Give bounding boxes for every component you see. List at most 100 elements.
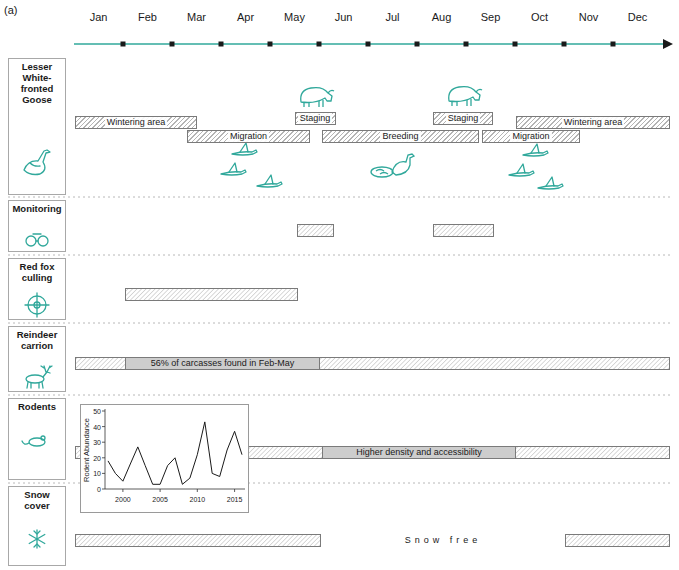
row-icon	[41, 436, 45, 440]
timeline	[121, 42, 616, 47]
row-label-box: Lesser White-fronted Goose	[8, 58, 66, 195]
timeline	[317, 42, 322, 47]
row-icon	[34, 531, 40, 547]
inset-chart	[123, 489, 235, 492]
inset-chart	[81, 405, 249, 513]
row-icon	[25, 293, 49, 317]
axis-tick-label: 2010	[190, 496, 206, 503]
row-icon	[26, 375, 44, 383]
period-bar	[76, 225, 670, 547]
goose-illustration	[301, 88, 334, 107]
month-label: Feb	[138, 12, 157, 23]
bar-label: Migration	[228, 131, 269, 142]
inset-chart	[108, 422, 242, 484]
period-bar	[566, 535, 670, 547]
axis-tick-label: 50	[93, 408, 101, 415]
axis-tick-label: 2005	[152, 496, 168, 503]
row-label-box: Reindeer carrion	[8, 326, 66, 392]
inset-chart	[81, 405, 249, 513]
row-label-box: Rodents	[8, 398, 66, 480]
highlight-bar: Higher density and accessibility	[322, 446, 516, 459]
timeline	[121, 42, 126, 47]
axis-tick-label: 20	[93, 454, 101, 461]
axis-tick-label: 40	[93, 423, 101, 430]
row-label-box: Monitoring	[8, 200, 66, 252]
period-bar: Wintering area	[516, 116, 670, 129]
timeline	[415, 42, 420, 47]
period-bar: Breeding	[322, 130, 479, 143]
month-label: Aug	[432, 12, 452, 23]
period-bar	[76, 358, 670, 370]
bar-label: 56% of carcasses found in Feb-May	[151, 358, 295, 369]
row-label-box: Snow cover	[8, 486, 66, 566]
row-title: Snow cover	[11, 490, 63, 512]
row-title: Rodents	[11, 402, 63, 413]
axis-tick-label: 0	[97, 486, 101, 493]
bar-label: Wintering area	[105, 117, 168, 128]
row-separator	[8, 255, 670, 256]
bar-label: Breeding	[380, 131, 420, 142]
row-separator	[8, 323, 670, 324]
month-label: Mar	[187, 12, 206, 23]
goose-illustration	[371, 167, 393, 177]
timeline	[562, 42, 567, 47]
period-bar	[298, 225, 334, 237]
goose-illustration	[221, 163, 246, 175]
period-bar: Staging	[433, 112, 493, 125]
period-bar: Staging	[295, 112, 336, 125]
goose-illustration	[509, 164, 534, 176]
axis-tick-label: 30	[93, 439, 101, 446]
timeline	[513, 42, 518, 47]
axis-tick-label: 2015	[227, 496, 243, 503]
highlight-bar: 56% of carcasses found in Feb-May	[125, 357, 320, 370]
goose-illustration	[392, 154, 414, 175]
goose-illustration	[232, 143, 257, 155]
month-label: Dec	[628, 12, 648, 23]
axis-title: Rodent Abundance	[83, 418, 91, 482]
month-label: Jun	[335, 12, 353, 23]
row-icon	[26, 236, 36, 246]
timeline	[74, 39, 673, 49]
row-separator	[8, 197, 670, 198]
row-icon	[22, 441, 29, 444]
row-title: Red fox culling	[11, 262, 63, 284]
row-label-box: Red fox culling	[8, 258, 66, 320]
row-icon	[41, 366, 52, 372]
timeline	[663, 39, 673, 49]
row-icon	[30, 163, 40, 166]
row-title: Reindeer carrion	[11, 330, 63, 352]
bar-label: Higher density and accessibility	[356, 447, 482, 458]
goose-illustration	[257, 175, 282, 187]
timeline	[366, 42, 371, 47]
row-icon	[34, 302, 40, 308]
month-label: Oct	[531, 12, 548, 23]
bar-label: Migration	[510, 131, 551, 142]
row-icon	[29, 438, 45, 446]
period-bar	[434, 225, 494, 237]
bar-label: Wintering area	[562, 117, 625, 128]
month-label: Jan	[90, 12, 108, 23]
panel-letter: (a)	[4, 5, 17, 16]
axis-tick-label: 2000	[115, 496, 131, 503]
period-bar: Migration	[482, 130, 580, 143]
goose-illustration	[371, 154, 414, 177]
row-separator	[8, 395, 670, 396]
month-label: Jul	[385, 12, 399, 23]
axis-tick-label: 10	[93, 470, 101, 477]
row-icon	[27, 382, 43, 388]
bar-label: Staging	[446, 113, 481, 124]
timeline	[464, 42, 469, 47]
row-icon	[43, 372, 50, 377]
timeline	[219, 42, 224, 47]
timeline	[611, 42, 616, 47]
month-label: Nov	[579, 12, 599, 23]
row-title: Monitoring	[11, 204, 63, 215]
timeline	[268, 42, 273, 47]
annotation: Snow free	[405, 536, 482, 545]
row-icon	[33, 234, 41, 241]
timeline	[170, 42, 175, 47]
month-label: Apr	[237, 12, 254, 23]
goose-illustration	[449, 87, 482, 106]
